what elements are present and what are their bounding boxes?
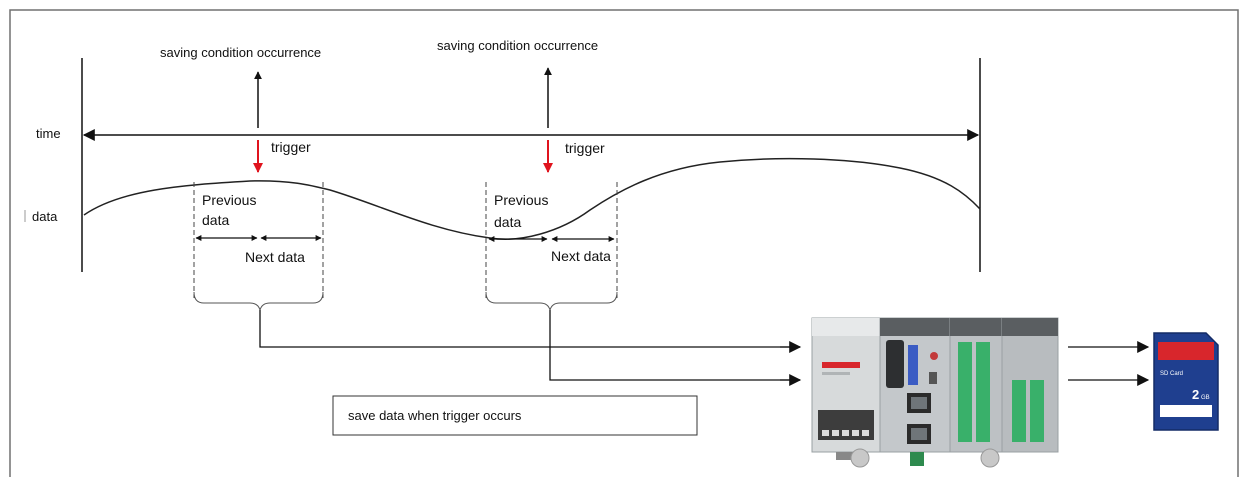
next-data-label-2: Next data <box>551 248 611 264</box>
plc-module <box>811 317 1059 468</box>
trigger-label-1: trigger <box>271 139 311 155</box>
previous-data-label-2a: Previous <box>494 192 548 208</box>
trigger-label-2: trigger <box>565 140 605 156</box>
connector-window-1-to-plc <box>259 310 800 348</box>
next-data-label-1: Next data <box>245 249 305 265</box>
plc-power-terminals <box>822 430 869 436</box>
diagram-frame <box>9 9 1239 477</box>
plc-terminal-block-3 <box>1012 380 1026 442</box>
time-label: time <box>36 126 61 141</box>
plc-ethernet-ports <box>907 393 931 444</box>
previous-data-label-1b: data <box>202 212 229 228</box>
data-curve <box>83 157 981 240</box>
data-label: data <box>32 209 58 224</box>
plc-red-label <box>822 362 860 368</box>
previous-data-label-1a: Previous <box>202 192 256 208</box>
connector-window-2-to-plc <box>549 310 800 381</box>
sd-card-unit: GB <box>1201 395 1210 401</box>
sd-card-capacity: 2 <box>1192 387 1199 402</box>
saving-condition-label-1: saving condition occurrence <box>160 45 321 60</box>
sd-card-brand: SD Card <box>1160 371 1183 377</box>
window-1-brace <box>193 291 324 312</box>
plc-terminal-block-2 <box>976 342 990 442</box>
save-note-box <box>332 395 698 436</box>
plc-terminal-block-4 <box>1030 380 1044 442</box>
previous-data-label-2b: data <box>494 214 521 230</box>
window-2-brace <box>485 291 618 312</box>
plc-terminal-block-1 <box>958 342 972 442</box>
sd-card-icon: SD Card 2 GB <box>1153 332 1219 431</box>
save-note-text: save data when trigger occurs <box>348 408 522 423</box>
saving-condition-label-2: saving condition occurrence <box>437 38 598 53</box>
